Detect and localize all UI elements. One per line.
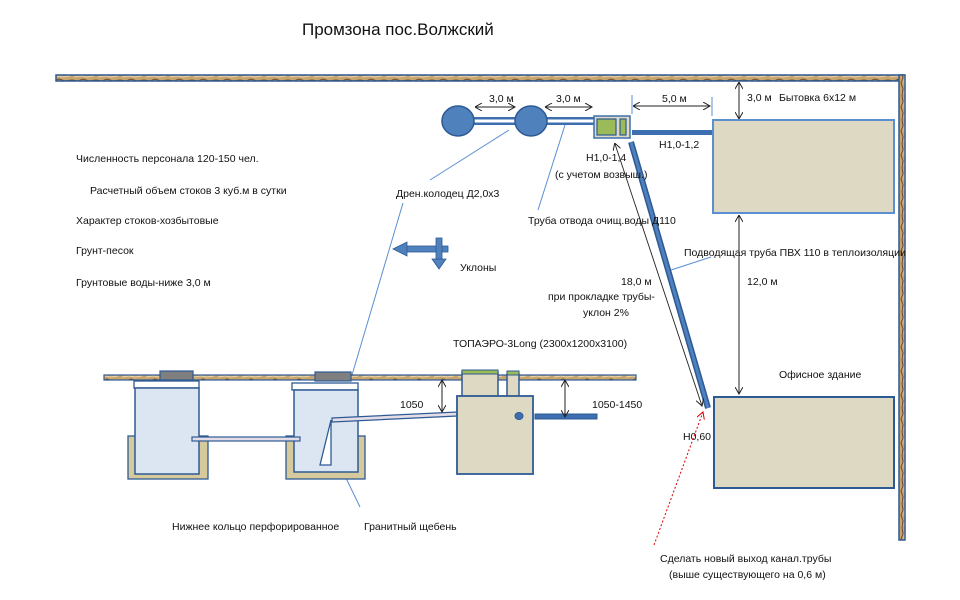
depth-outlet: Н1,0-1,4 <box>586 152 626 164</box>
outlet-pipe-section <box>534 413 598 420</box>
diagram-title: Промзона пос.Волжский <box>302 20 494 39</box>
drain-well-1-icon <box>441 105 475 137</box>
site-fence <box>55 74 906 541</box>
treatment-unit-plan <box>593 115 631 139</box>
dim-pipe-length: 18,0 м <box>621 276 652 288</box>
depth-outlet-note: (с учетом возвыш.) <box>555 169 648 181</box>
param-sewage-type: Характер стоков-хозбытовые <box>76 215 219 227</box>
depth-inlet-pipe: Н1,0-1,2 <box>659 139 699 151</box>
office-label: Офисное здание <box>779 369 862 381</box>
new-exit-note-1: Сделать новый выход канал.трубы <box>660 553 831 565</box>
drain-well-2-section <box>291 371 359 473</box>
slope-arrows-icon <box>392 237 449 270</box>
slope-label: Уклоны <box>460 262 496 274</box>
ground-level <box>103 374 637 381</box>
new-exit-note-2: (выше существующего на 0,6 м) <box>669 569 826 581</box>
drain-well-1-section <box>133 370 200 475</box>
depth-office-exit: Н0,60 <box>683 431 711 443</box>
dim-fence-to-building: 3,0 м <box>747 92 772 104</box>
gravel-label: Гранитный щебень <box>364 521 457 533</box>
building-office <box>713 396 895 489</box>
section-depth-outlet: 1050-1450 <box>592 399 642 411</box>
section-unit-label: ТОПАЭРО-3Long (2300х1200х3100) <box>453 338 627 350</box>
param-volume: Расчетный объем стоков 3 куб.м в сутки <box>90 185 287 197</box>
parameters-list: Численность персонала 120-150 чел. Расче… <box>76 153 287 289</box>
treatment-unit-section <box>456 369 534 475</box>
well-lid-1 <box>159 370 194 381</box>
inlet-pipe-label: Подводящая труба ПВХ 110 в теплоизоляции <box>684 247 906 259</box>
param-groundwater: Грунтовые воды-ниже 3,0 м <box>76 277 211 289</box>
bottom-ring-label: Нижнее кольцо перфорированное <box>172 521 339 533</box>
dim-unit-to-building: 5,0 м <box>662 93 687 105</box>
new-exit-arrow <box>653 412 703 546</box>
building-bytovka <box>712 119 895 214</box>
pipe-note-1: при прокладке трубы- <box>548 291 655 303</box>
drain-well-label: Дрен.колодец Д2,0х3 <box>396 188 500 200</box>
drain-well-2-icon <box>514 105 548 137</box>
outlet-pipe-label: Труба отвода очищ.воды Д110 <box>528 215 676 227</box>
dim-buildings-gap: 12,0 м <box>747 276 778 288</box>
section-depth-inlet: 1050 <box>400 399 424 411</box>
building-small-label: Бытовка 6х12 м <box>779 92 856 104</box>
pipe-note-2: уклон 2% <box>583 307 629 319</box>
flow-deflector <box>319 419 332 466</box>
param-soil: Грунт-песок <box>76 245 134 257</box>
inlet-pipe-plan <box>632 130 712 135</box>
well-lid-2 <box>314 371 352 382</box>
param-staff: Численность персонала 120-150 чел. <box>76 153 259 165</box>
dim-well-to-unit: 3,0 м <box>556 93 581 105</box>
dim-well-gap: 3,0 м <box>489 93 514 105</box>
